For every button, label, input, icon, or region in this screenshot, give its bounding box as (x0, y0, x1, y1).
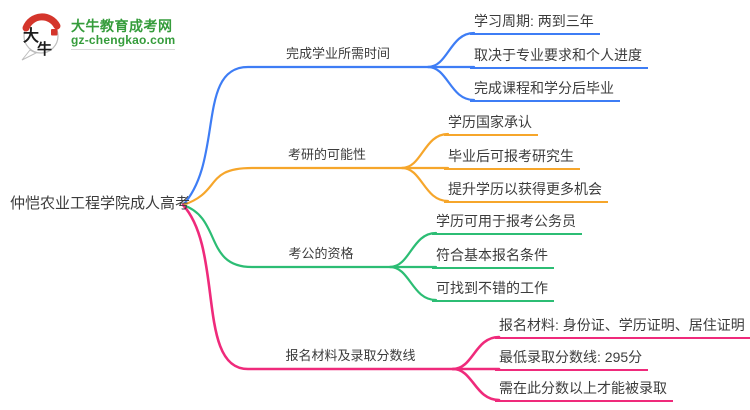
logo-text-block: 大牛教育成考网 gz-chengkao.com (71, 18, 176, 50)
logo-char-bottom: 牛 (37, 40, 52, 58)
site-logo[interactable]: 大 牛 大牛教育成考网 gz-chengkao.com (16, 7, 176, 61)
subtopic[interactable]: 可找到不错的工作 (432, 279, 554, 302)
branch-topic-civil-service[interactable]: 考公的资格 (288, 246, 354, 261)
branch-topic-study-time[interactable]: 完成学业所需时间 (285, 46, 390, 61)
subtopic[interactable]: 最低录取分数线: 295分 (495, 348, 649, 371)
branch-4-lines (181, 203, 501, 402)
red-cap-arc (22, 13, 61, 32)
branch-curve (181, 203, 455, 371)
subbranch-curve (451, 335, 501, 371)
subbranch-curve (388, 265, 438, 302)
subtopic[interactable]: 学历可用于报考公务员 (432, 212, 582, 235)
branch-curve (181, 65, 430, 207)
branch-1-lines (181, 31, 476, 207)
logo-subtitle: gz-chengkao.com (71, 33, 176, 47)
branch-2-lines (181, 132, 450, 207)
red-seal-icon (51, 29, 58, 36)
subtopic[interactable]: 报名材料: 身份证、学历证明、居住证明 (495, 316, 750, 339)
subtopic[interactable]: 提升学历以获得更多机会 (444, 180, 608, 203)
logo-char-top: 大 (23, 26, 39, 45)
branch-3-lines (181, 203, 438, 302)
subbranch-curve (400, 166, 450, 203)
branch-topic-postgrad[interactable]: 考研的可能性 (287, 147, 366, 162)
subbranch-curve (400, 132, 450, 170)
subtopic[interactable]: 需在此分数以上才能被录取 (495, 379, 673, 402)
logo-title: 大牛教育成考网 (71, 18, 173, 34)
branch-topic-materials[interactable]: 报名材料及录取分数线 (285, 348, 416, 363)
branch-curve (181, 166, 404, 207)
subtopic[interactable]: 毕业后可报考研究生 (444, 147, 580, 170)
subtopic[interactable]: 学历国家承认 (444, 113, 538, 136)
subbranch-curve (388, 231, 438, 269)
subbranch-curve (451, 367, 501, 402)
dailniu-bubble-icon: 大 牛 (21, 13, 61, 61)
subbranch-curve (426, 65, 476, 102)
root-topic[interactable]: 仲恺农业工程学院成人高考 (10, 195, 191, 212)
subtopic[interactable]: 完成课程和学分后毕业 (470, 79, 620, 102)
subtopic[interactable]: 符合基本报名条件 (432, 246, 554, 269)
subbranch-curve (426, 31, 476, 69)
subtopic[interactable]: 取决于专业要求和个人进度 (470, 46, 648, 69)
subtopic[interactable]: 学习周期: 两到三年 (470, 12, 600, 35)
branch-curve (181, 203, 392, 269)
